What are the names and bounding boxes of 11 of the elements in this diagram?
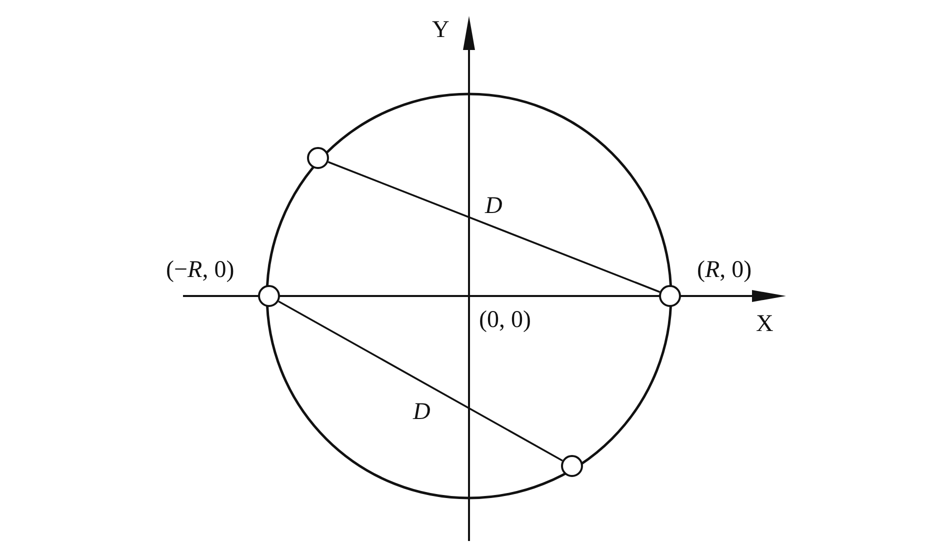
- chord-line: [278, 300, 563, 462]
- coordinate-label: (−R, 0): [166, 258, 234, 282]
- coordinate-label: (0, 0): [479, 308, 531, 332]
- coordinate-label: (R, 0): [697, 258, 752, 282]
- circle-marker: [307, 147, 329, 169]
- circle-marker: [561, 455, 583, 477]
- axis-label: X: [756, 312, 774, 336]
- circle-marker: [659, 285, 681, 307]
- circle-marker: [258, 285, 280, 307]
- chord-line: [328, 161, 660, 293]
- axis-label: Y: [432, 18, 450, 42]
